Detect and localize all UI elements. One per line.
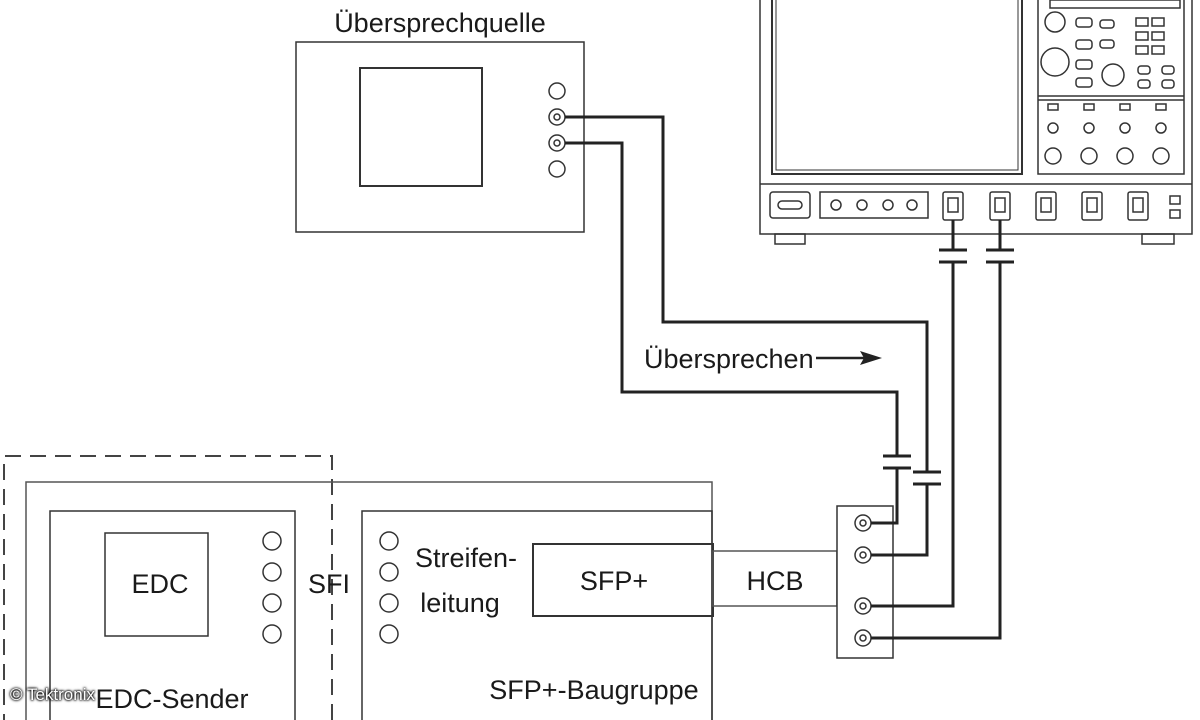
sfp-assembly-label: SFP+-Baugruppe (489, 675, 698, 705)
hcb-label: HCB (746, 566, 803, 596)
channel-connector-4 (1081, 191, 1103, 221)
edc-transmitter-box (49, 510, 296, 720)
edc-chip (104, 532, 209, 637)
edc-transmitter-label: EDC-Sender (95, 684, 248, 714)
sfp-label: SFP+ (580, 566, 648, 596)
crosstalk-cable-b-lower (871, 468, 899, 525)
dc-block-scope-ch1 (939, 248, 967, 264)
copyright-notice: © Tektronix (10, 685, 95, 704)
crosstalk-cable-a (565, 115, 929, 472)
oscilloscope-screen (771, 0, 1023, 175)
crosstalk-cable-a-lower (871, 484, 929, 557)
crosstalk-arrow-icon (816, 351, 882, 365)
stripline-label-line1: Streifen- (415, 543, 517, 573)
crosstalk-source-label: Übersprechquelle (334, 8, 546, 38)
fixture-connector-block (836, 505, 894, 659)
edc-boundary-dashed (3, 455, 333, 720)
crosstalk-source-screen (359, 67, 483, 187)
crosstalk-source-box (295, 41, 585, 233)
sfi-label: SFI (308, 569, 350, 599)
stripline-label-line2: leitung (420, 588, 500, 618)
dc-block-scope-ch2 (986, 248, 1014, 264)
edc-label: EDC (131, 569, 188, 599)
oscilloscope (759, 0, 1193, 245)
crosstalk-label: Übersprechen (644, 344, 814, 374)
dc-block-crosstalk-b (883, 454, 911, 470)
sfp-assembly-box (361, 510, 714, 720)
oscilloscope-control-panel (1037, 0, 1185, 175)
oscilloscope-body (759, 0, 1193, 235)
channel-connector-3 (1035, 191, 1057, 221)
scope-cable-ch2-lower (871, 262, 1002, 640)
channel-connector-5 (1127, 191, 1149, 221)
dc-block-crosstalk-a (913, 470, 941, 486)
scope-cable-ch1-lower (871, 262, 955, 608)
crosstalk-cable-b (565, 141, 899, 456)
